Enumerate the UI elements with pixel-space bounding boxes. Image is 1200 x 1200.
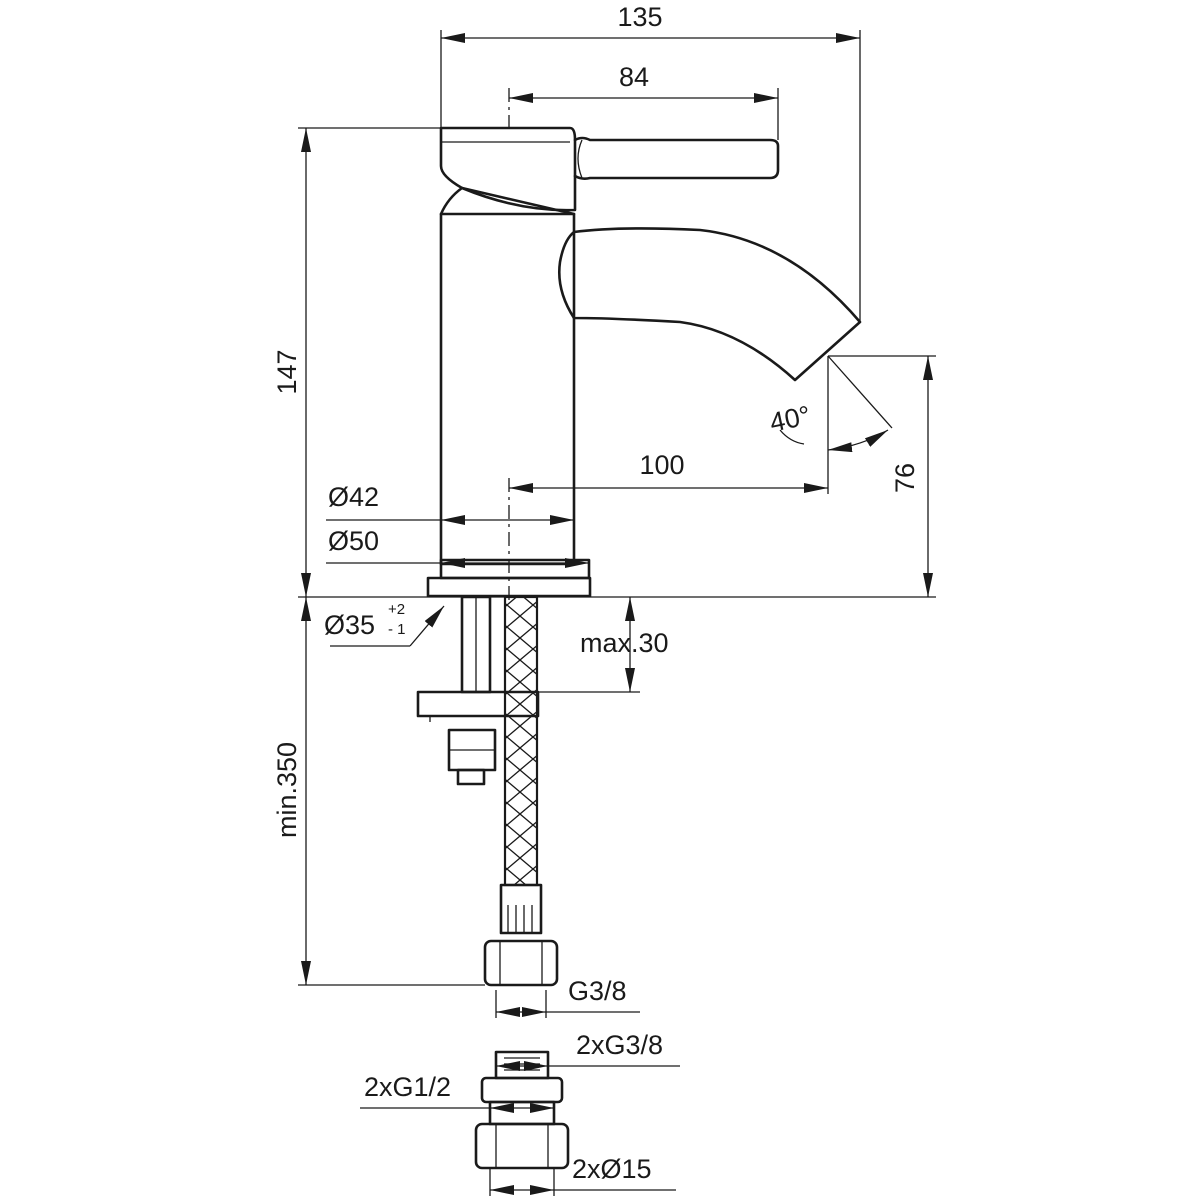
- adapter-inlet-label: 2xG1/2: [364, 1072, 451, 1102]
- spout-angle-label: 40°: [767, 400, 813, 438]
- dim-spout-reach: 100: [509, 356, 829, 494]
- pipe-diameter-label: 2xØ15: [572, 1154, 652, 1184]
- hole-tol-plus-label: +2: [388, 601, 405, 618]
- adapter-thread-lines: [504, 1057, 540, 1071]
- body-diameter-label: Ø42: [328, 482, 379, 512]
- dim-spout-height: 76: [590, 355, 936, 598]
- adapter-nut-flats: [495, 1124, 549, 1168]
- dim-base-diameter: Ø50: [326, 526, 589, 568]
- adapter-bottom-nut: [474, 1122, 570, 1170]
- hose-ferrule: [499, 883, 543, 935]
- tap-body-group: [416, 126, 862, 1170]
- lever-stick: [573, 136, 780, 180]
- dim-adapter-outlet: 2xG3/8: [496, 1030, 680, 1071]
- dim-pipe-diameter: 2xØ15: [489, 1154, 676, 1196]
- base-diameter-label: Ø50: [328, 526, 379, 556]
- min-hose-label: min.350: [272, 742, 302, 838]
- angle-swash: [779, 429, 805, 445]
- spout: [558, 227, 862, 382]
- hole-tol-minus-label: - 1: [388, 621, 406, 638]
- tap-body: [439, 212, 576, 566]
- dim-adapter-inlet: 2xG1/2: [360, 1072, 554, 1113]
- fixing-stud: [456, 768, 486, 786]
- dim-hose-thread: G3/8: [495, 976, 640, 1018]
- dim-total-height: 147: [272, 127, 590, 598]
- lever-head: [439, 126, 577, 212]
- dim-min-hose: min.350: [272, 597, 485, 986]
- dim-body-diameter: Ø42: [326, 482, 574, 525]
- lever-reach-label: 84: [619, 62, 649, 92]
- adapter-outlet-label: 2xG3/8: [576, 1030, 663, 1060]
- adapter-mid: [488, 1100, 556, 1126]
- total-height-label: 147: [272, 349, 302, 394]
- spout-height-label: 76: [890, 463, 920, 493]
- hose-nut: [483, 939, 559, 987]
- hole-diameter-label: Ø35: [324, 610, 375, 640]
- lever-collar: [577, 139, 583, 179]
- hose-thread-label: G3/8: [568, 976, 627, 1006]
- adapter-top-thread: [494, 1050, 550, 1080]
- overall-width-label: 135: [617, 2, 662, 32]
- max-deck-label: max.30: [580, 628, 669, 658]
- ferrule-ribs: [507, 905, 533, 933]
- hose-nut-flats: [499, 941, 543, 985]
- adapter-hex: [480, 1076, 564, 1104]
- dim-overall-width: 135: [440, 2, 861, 322]
- spout-reach-label: 100: [639, 450, 684, 480]
- dim-max-deck: max.30: [537, 597, 669, 693]
- dim-lever-reach: 84: [509, 62, 779, 140]
- braided-hose: [503, 595, 539, 887]
- dim-spout-angle: 40°: [767, 355, 893, 453]
- dim-hole-diameter: Ø35 +2 - 1: [324, 601, 445, 647]
